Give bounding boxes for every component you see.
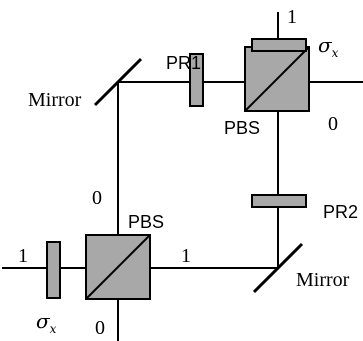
pbs-bottom-left [85, 234, 151, 300]
port-label-bottom-left-down: 0 [95, 317, 105, 339]
pbs-label-top: PBS [224, 118, 260, 138]
sigma-x-label-top: σx [318, 33, 339, 60]
port-label-bottom-left-right: 1 [181, 245, 191, 267]
mirror-label-top: Mirror [28, 89, 82, 111]
mirror-label-bottom: Mirror [296, 269, 350, 291]
pr1-plate [189, 53, 204, 107]
pr1-label: PR1 [166, 53, 201, 73]
pbs-top-right [244, 46, 310, 112]
sigma-x-label-left: σx [36, 309, 57, 336]
port-label-bottom-left-in: 1 [18, 245, 28, 267]
port-label-top-right-right: 0 [328, 113, 338, 135]
mirror-bottom-right [252, 242, 304, 294]
sigma-x-plate-left [46, 241, 61, 299]
sigma-x-plate-top [251, 38, 307, 52]
pbs-label-bottom: PBS [128, 212, 164, 232]
mirror-top-left [93, 57, 143, 107]
port-label-bottom-left-up: 0 [92, 187, 102, 209]
pr2-plate [251, 194, 307, 208]
port-label-top-right-up: 1 [287, 6, 297, 28]
pr2-label: PR2 [323, 202, 358, 222]
